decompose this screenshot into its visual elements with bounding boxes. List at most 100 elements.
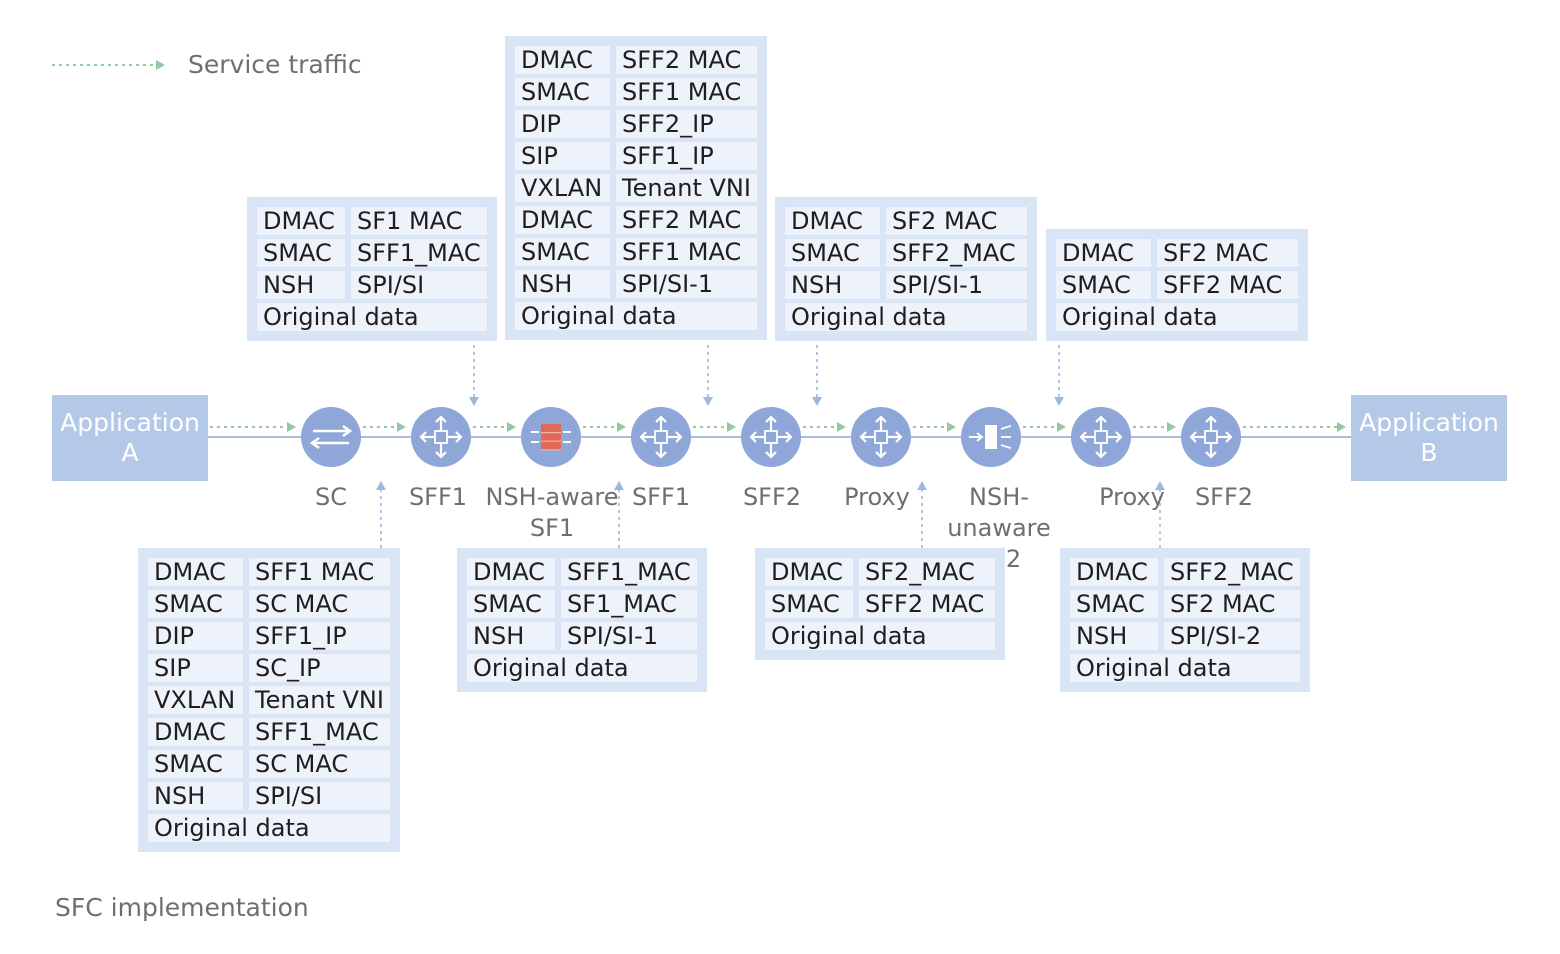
header-row: Original data bbox=[515, 302, 757, 330]
header-field-name: SMAC bbox=[785, 239, 880, 267]
header-field-name: DIP bbox=[515, 110, 610, 138]
application-b-line2: B bbox=[1420, 438, 1438, 467]
application-b-box: Application B bbox=[1351, 395, 1507, 481]
header-field-value: SFF2_IP bbox=[616, 110, 757, 138]
header-field-value: SFF2 MAC bbox=[1157, 271, 1298, 299]
header-field-name: SMAC bbox=[515, 238, 610, 266]
header-field-name: DIP bbox=[148, 622, 243, 650]
header-field-value: SF2 MAC bbox=[1157, 239, 1298, 267]
header-field-name: SMAC bbox=[515, 78, 610, 106]
header-field-name: NSH bbox=[515, 270, 610, 298]
header-field-value: SPI/SI-1 bbox=[561, 622, 697, 650]
header-field-value: SF1_MAC bbox=[561, 590, 697, 618]
header-payload-cell: Original data bbox=[1056, 303, 1298, 331]
header-payload-cell: Original data bbox=[1070, 654, 1300, 682]
header-field-name: SIP bbox=[515, 142, 610, 170]
header-field-name: DMAC bbox=[148, 718, 243, 746]
legend-label: Service traffic bbox=[188, 50, 362, 79]
header-field-value: SFF1 MAC bbox=[616, 238, 757, 266]
header-field-value: SC_IP bbox=[249, 654, 390, 682]
header-payload-cell: Original data bbox=[765, 622, 995, 650]
header-field-name: SIP bbox=[148, 654, 243, 682]
header-field-value: SFF1_MAC bbox=[351, 239, 487, 267]
node-label-text: SFF2 bbox=[742, 483, 802, 511]
node-label-text: SFF2 bbox=[1194, 483, 1254, 511]
node-label-sff2a: SFF2 bbox=[702, 482, 842, 513]
header-field-name: DMAC bbox=[148, 558, 243, 586]
header-field-value: SFF1 MAC bbox=[249, 558, 390, 586]
router-icon bbox=[1181, 407, 1241, 467]
node-label-text: SF1 bbox=[529, 514, 575, 542]
header-field-value: Tenant VNI bbox=[616, 174, 757, 202]
header-field-name: NSH bbox=[1070, 622, 1158, 650]
node-label-sff1b: SFF1 bbox=[591, 482, 731, 513]
router-icon bbox=[741, 407, 801, 467]
header-field-name: DMAC bbox=[1070, 558, 1158, 586]
header-field-value: SPI/SI-1 bbox=[616, 270, 757, 298]
header-field-name: SMAC bbox=[1070, 590, 1158, 618]
router-icon bbox=[851, 407, 911, 467]
header-field-value: SFF1 MAC bbox=[616, 78, 757, 106]
node-label-sc: SC bbox=[261, 482, 401, 513]
service-function-icon bbox=[961, 407, 1021, 467]
header-field-name: DMAC bbox=[765, 558, 853, 586]
header-field-name: DMAC bbox=[257, 207, 345, 235]
header-row: Original data bbox=[765, 622, 995, 650]
header-field-value: Tenant VNI bbox=[249, 686, 390, 714]
header-field-name: SMAC bbox=[467, 590, 555, 618]
header-payload-cell: Original data bbox=[785, 303, 1027, 331]
header-row: Original data bbox=[257, 303, 487, 331]
node-label-text: Proxy bbox=[1099, 483, 1165, 511]
header-payload-cell: Original data bbox=[148, 814, 390, 842]
node-label-text: Proxy bbox=[844, 483, 910, 511]
firewall-icon bbox=[521, 407, 581, 467]
header-row: Original data bbox=[467, 654, 697, 682]
header-field-value: SPI/SI-1 bbox=[886, 271, 1027, 299]
header-field-name: SMAC bbox=[1056, 271, 1151, 299]
header-field-value: SPI/SI bbox=[249, 782, 390, 810]
header-field-name: SMAC bbox=[148, 750, 243, 778]
node-label-text: SFF1 bbox=[631, 483, 691, 511]
node-label-text: NSH-unaware bbox=[947, 483, 1051, 542]
application-a-line1: Application bbox=[60, 408, 200, 437]
header-field-value: SPI/SI bbox=[351, 271, 487, 299]
header-field-value: SC MAC bbox=[249, 750, 390, 778]
header-field-value: SF2 MAC bbox=[886, 207, 1027, 235]
header-field-name: SMAC bbox=[257, 239, 345, 267]
header-field-name: NSH bbox=[257, 271, 345, 299]
node-label-sff2b: SFF2 bbox=[1154, 482, 1294, 513]
